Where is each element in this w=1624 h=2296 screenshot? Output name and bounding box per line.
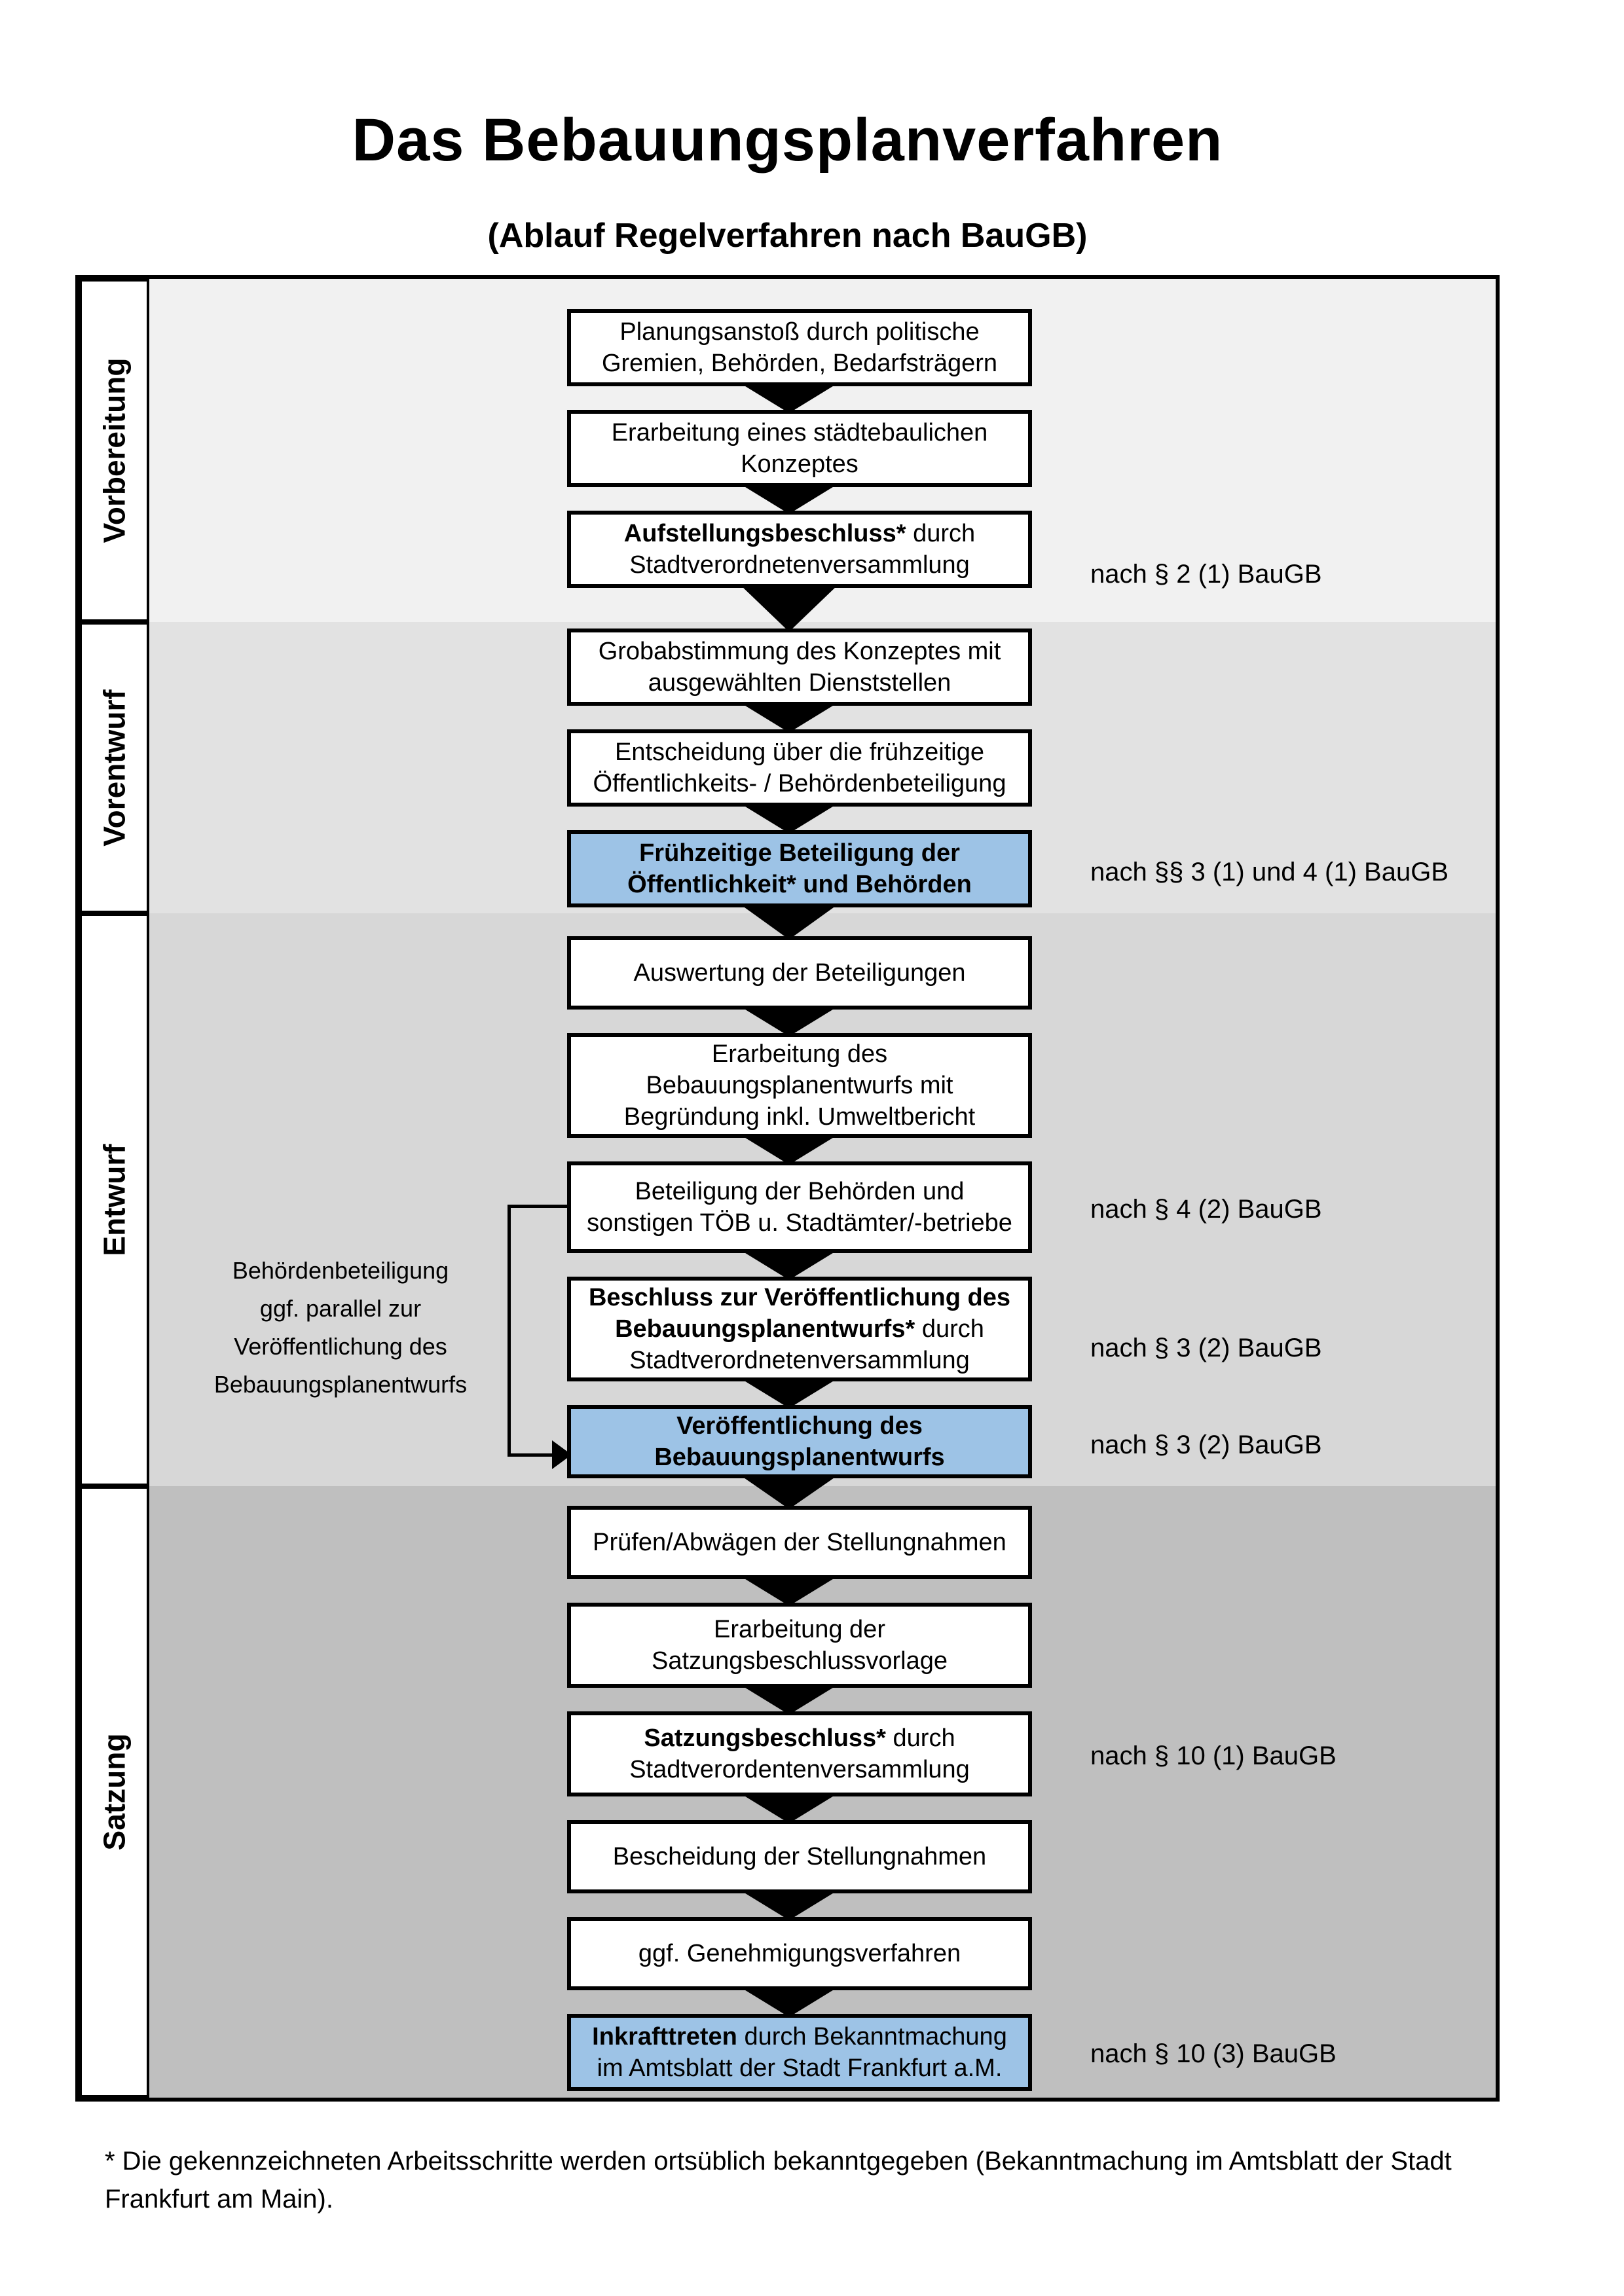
flow-step-line: ggf. Genehmigungsverfahren [638,1940,961,1967]
flow-step-line: Entscheidung über die frühzeitige [614,738,985,766]
legal-ref-1: nach § 2 (1) BauGB [1090,560,1322,589]
flow-step-4: Grobabstimmung des Konzeptes mit ausgewäh… [567,629,1032,706]
flow-arrow-down-icon [740,585,838,632]
flow-arrow-down-icon [740,1135,838,1165]
flow-step-line: Auswertung der Beteiligungen [633,959,966,987]
legal-ref-6: nach § 10 (1) BauGB [1090,1741,1337,1770]
section-label-cell-satzung: Satzung [79,1486,149,2098]
legal-ref-7: nach § 10 (3) BauGB [1090,2039,1337,2068]
connector-line-top [507,1205,567,1208]
legal-ref-5: nach § 3 (2) BauGB [1090,1430,1322,1459]
flow-step-7: Auswertung der Beteiligungen [567,936,1032,1010]
flow-arrow-down-icon [740,1006,838,1036]
flow-step-line: Frühzeitige Beteiligung der [639,839,960,867]
flow-step-line: Bebauungsplanentwurfs mit [646,1072,953,1099]
flow-arrow-down-icon [740,1890,838,1920]
section-label-entwurf: Entwurf [97,1143,132,1256]
connector-line-bottom [507,1453,555,1457]
flow-step-line: Begründung inkl. Umweltbericht [623,1103,976,1131]
flow-arrow-down-icon [740,803,838,833]
flow-step-line: Stadtverordnetenversammlung [629,551,970,579]
section-label-cell-vorentwurf: Vorentwurf [79,622,149,913]
flow-step-line: im Amtsblatt der Stadt Frankfurt a.M. [597,2054,1003,2082]
connector-line-vertical [507,1205,511,1457]
flow-step-line: Aufstellungsbeschluss* durch [623,520,976,547]
page-subtitle: (Ablauf Regelverfahren nach BauGB) [487,217,1088,255]
flow-step-line: sonstigen TÖB u. Stadtämter/-betriebe [587,1209,1012,1237]
flow-step-15: Bescheidung der Stellungnahmen [567,1820,1032,1893]
flow-step-line: Grobabstimmung des Konzeptes mit [598,638,1001,665]
flow-step-line: ausgewählten Dienststellen [648,669,951,697]
flow-step-line: Öffentlichkeits- / Behördenbeteiligung [593,770,1006,797]
flow-step-line: Stadtverordnetenversammlung [629,1347,970,1374]
flow-step-line: Erarbeitung der [714,1616,885,1643]
flow-step-line: Planungsanstoß durch politische [619,318,980,346]
section-label-satzung: Satzung [97,1733,132,1851]
flow-arrow-down-icon [740,1378,838,1408]
flow-step-line: Inkrafttreten durch Bekanntmachung [592,2023,1007,2050]
flow-arrow-down-icon [740,383,838,413]
legal-ref-2: nach §§ 3 (1) und 4 (1) BauGB [1090,858,1449,886]
side-note-line: Veröffentlichung des [234,1333,447,1360]
flow-arrow-down-icon [740,904,838,939]
flow-arrow-down-icon [740,702,838,733]
flow-arrow-down-icon [740,1475,838,1509]
page-title: Das Bebauungsplanverfahren [352,107,1223,173]
flow-arrow-down-icon [740,1576,838,1606]
flow-step-line: Erarbeitung des [711,1040,888,1068]
flow-step-line: Öffentlichkeit* und Behörden [627,871,972,898]
flow-step-line: Prüfen/Abwägen der Stellungnahmen [593,1529,1006,1556]
section-label-vorbereitung: Vorbereitung [97,357,132,543]
flow-step-line: Satzungsbeschlussvorlage [651,1647,948,1675]
section-label-vorentwurf: Vorentwurf [97,689,132,847]
flow-arrow-down-icon [740,1987,838,2017]
side-note-line: Bebauungsplanentwurfs [213,1371,468,1398]
flow-step-17: Inkrafttreten durch Bekanntmachung im Amt… [567,2014,1032,2091]
flow-step-9: Beteiligung der Behörden und sonstigen TÖ… [567,1161,1032,1253]
footnote: * Die gekennzeichneten Arbeitsschritte w… [105,2147,1452,2214]
flow-step-line: Satzungsbeschluss* durch [644,1724,955,1752]
side-note-line: ggf. parallel zur [259,1295,422,1322]
legal-ref-3: nach § 4 (2) BauGB [1090,1195,1322,1224]
flow-step-line: Gremien, Behörden, Bedarfsträgern [601,350,998,377]
flow-step-line: Veröffentlichung des [676,1412,923,1440]
section-label-cell-entwurf: Entwurf [79,913,149,1486]
side-note: Behördenbeteiligung ggf. parallel zur Ve… [177,1252,504,1404]
section-label-cell-vorbereitung: Vorbereitung [79,279,149,622]
side-note-line: Behördenbeteiligung [232,1257,449,1284]
flow-arrow-down-icon [740,484,838,514]
flow-step-line: Bebauungsplanentwurfs [654,1444,945,1471]
flow-step-line: Konzeptes [741,450,858,478]
flow-step-line: Stadtverordentenversammlung [629,1756,970,1783]
flow-step-line: Erarbeitung eines städtebaulichen [611,419,988,446]
flow-arrow-down-icon [740,1793,838,1823]
flow-step-line: Beschluss zur Veröffentlichung des [588,1284,1011,1311]
flow-arrow-down-icon [740,1685,838,1715]
flow-arrow-down-icon [740,1250,838,1280]
flow-step-16: ggf. Genehmigungsverfahren [567,1917,1032,1990]
flow-step-line: Bescheidung der Stellungnahmen [612,1843,987,1870]
flow-step-line: Bebauungsplanentwurfs* durch [615,1315,984,1343]
flow-step-line: Beteiligung der Behörden und [635,1178,965,1205]
legal-ref-4: nach § 3 (2) BauGB [1090,1334,1322,1362]
flow-step-12: Prüfen/Abwägen der Stellungnahmen [567,1506,1032,1579]
